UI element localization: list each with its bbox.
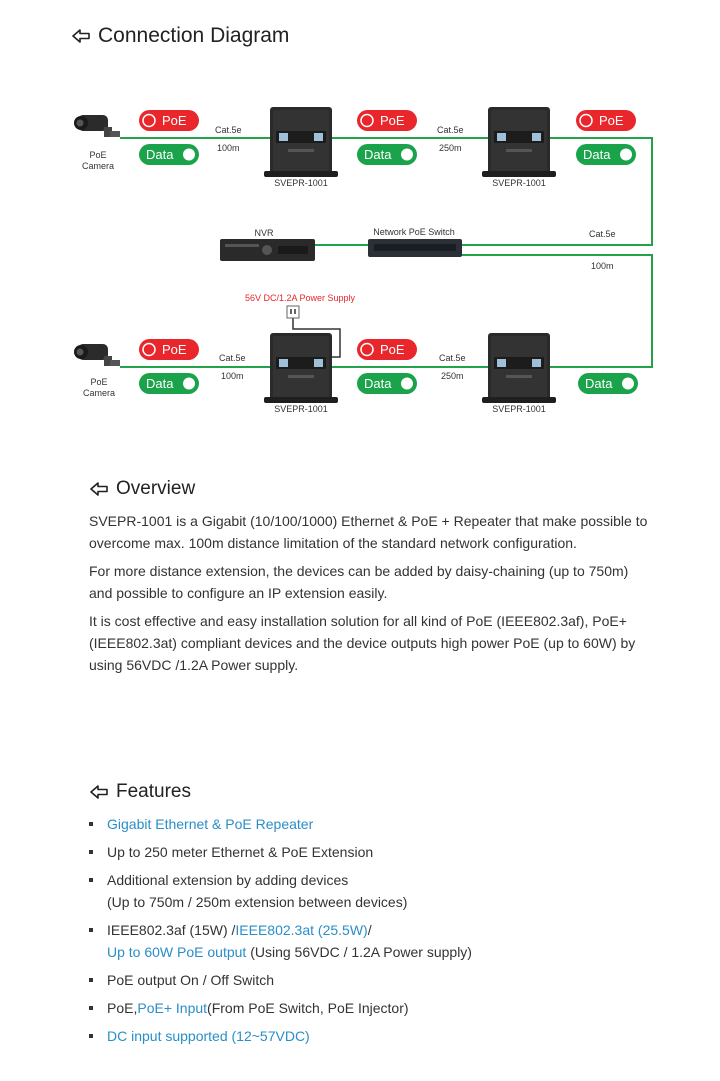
- svg-text:PoE: PoE: [599, 113, 624, 128]
- overview-title-text: Overview: [116, 478, 196, 499]
- camera-icon: [74, 344, 120, 366]
- data-tag: Data: [576, 144, 636, 165]
- arrow-left-circle-icon: [142, 342, 156, 357]
- arrow-right-circle-icon: [401, 148, 413, 161]
- poe-tag: PoE: [576, 110, 636, 131]
- arrow-left-circle-icon: [360, 342, 374, 357]
- camera-label-line1: PoE: [89, 150, 106, 160]
- arrow-right-circle-icon: [183, 377, 195, 390]
- svg-text:Data: Data: [585, 376, 613, 391]
- device-label: SVEPR-1001: [492, 404, 546, 414]
- cable-label: Cat.5e: [439, 353, 466, 363]
- device-label: SVEPR-1001: [274, 178, 328, 188]
- svg-text:PoE: PoE: [162, 342, 187, 357]
- overview-paragraph: It is cost effective and easy installati…: [89, 613, 636, 673]
- feature-item: Up to 250 meter Ethernet & PoE Extension: [89, 841, 649, 863]
- bullet-icon: [89, 928, 93, 932]
- arrow-left-circle-icon: [579, 113, 593, 128]
- camera-label-line1: PoE: [90, 377, 107, 387]
- bullet-icon: [89, 1034, 93, 1038]
- overview-paragraph: For more distance extension, the devices…: [89, 563, 629, 601]
- svg-text:Data: Data: [583, 147, 611, 162]
- nvr-label: NVR: [254, 228, 274, 238]
- data-tag: Data: [139, 144, 199, 165]
- repeater-device: [482, 333, 556, 403]
- overview-paragraph: SVEPR-1001 is a Gigabit (10/100/1000) Et…: [89, 513, 648, 551]
- connection-diagram-title-text: Connection Diagram: [98, 24, 290, 47]
- camera-icon: [74, 115, 120, 137]
- cable-label: Cat.5e: [437, 125, 464, 135]
- features-title-text: Features: [116, 781, 191, 802]
- feature-item: PoE output On / Off Switch: [89, 969, 649, 991]
- arrow-right-circle-icon: [401, 377, 413, 390]
- length-label: 100m: [221, 371, 244, 381]
- device-label: SVEPR-1001: [274, 404, 328, 414]
- svg-text:Data: Data: [146, 147, 174, 162]
- nvr-device: [220, 239, 315, 261]
- data-tag: Data: [578, 373, 638, 394]
- poe-tag: PoE: [357, 339, 417, 360]
- poe-switch-device: [368, 239, 462, 257]
- power-cable: [292, 318, 341, 358]
- svg-text:Data: Data: [364, 147, 392, 162]
- svg-text:Data: Data: [146, 376, 174, 391]
- bullet-icon: [89, 822, 93, 826]
- length-label: 100m: [217, 143, 240, 153]
- svg-text:PoE: PoE: [162, 113, 187, 128]
- cable-label: Cat.5e: [219, 353, 246, 363]
- arrow-left-circle-icon: [142, 113, 156, 128]
- features-list: Gigabit Ethernet & PoE Repeater Up to 25…: [89, 813, 649, 1053]
- feature-item: Gigabit Ethernet & PoE Repeater: [89, 813, 649, 835]
- arrow-right-circle-icon: [622, 377, 634, 390]
- overview-title: Overview: [90, 478, 195, 500]
- cable-lines: [120, 137, 653, 368]
- feature-item: Additional extension by adding devices(U…: [89, 869, 649, 913]
- poe-tag: PoE: [139, 339, 199, 360]
- arrow-left-icon: [72, 29, 90, 43]
- poe-tag: PoE: [139, 110, 199, 131]
- feature-item: IEEE802.3af (15W) /IEEE802.3at (25.5W)/U…: [89, 919, 649, 963]
- arrow-left-icon: [90, 785, 108, 799]
- arrow-left-icon: [90, 482, 108, 496]
- arrow-right-circle-icon: [183, 148, 195, 161]
- power-outlet-icon: [286, 305, 300, 319]
- connection-diagram-title: Connection Diagram: [72, 24, 289, 48]
- bullet-icon: [89, 1006, 93, 1010]
- feature-item: PoE,PoE+ Input(From PoE Switch, PoE Inje…: [89, 997, 649, 1019]
- device-label: SVEPR-1001: [492, 178, 546, 188]
- bullet-icon: [89, 850, 93, 854]
- power-supply-label: 56V DC/1.2A Power Supply: [245, 293, 356, 303]
- switch-label: Network PoE Switch: [373, 227, 455, 237]
- svg-text:PoE: PoE: [380, 113, 405, 128]
- length-label: 250m: [439, 143, 462, 153]
- cable-label: Cat.5e: [215, 125, 242, 135]
- repeater-device: [264, 107, 338, 177]
- length-label: 250m: [441, 371, 464, 381]
- camera-label-line2: Camera: [83, 388, 115, 398]
- overview-body: SVEPR-1001 is a Gigabit (10/100/1000) Et…: [89, 510, 649, 682]
- poe-tag: PoE: [357, 110, 417, 131]
- svg-text:Data: Data: [364, 376, 392, 391]
- svg-text:PoE: PoE: [380, 342, 405, 357]
- arrow-left-circle-icon: [360, 113, 374, 128]
- camera-label-line2: Camera: [82, 161, 114, 171]
- length-label: 100m: [591, 261, 614, 271]
- connection-diagram: PoE Camera PoE Data Cat.5e 100m SVEPR-10…: [74, 107, 653, 414]
- cable-label: Cat.5e: [589, 229, 616, 239]
- data-tag: Data: [357, 373, 417, 394]
- feature-item: DC input supported (12~57VDC): [89, 1025, 649, 1047]
- arrow-right-circle-icon: [620, 148, 632, 161]
- repeater-device: [482, 107, 556, 177]
- data-tag: Data: [139, 373, 199, 394]
- repeater-device: [264, 333, 338, 403]
- bullet-icon: [89, 878, 93, 882]
- features-title: Features: [90, 781, 191, 803]
- bullet-icon: [89, 978, 93, 982]
- data-tag: Data: [357, 144, 417, 165]
